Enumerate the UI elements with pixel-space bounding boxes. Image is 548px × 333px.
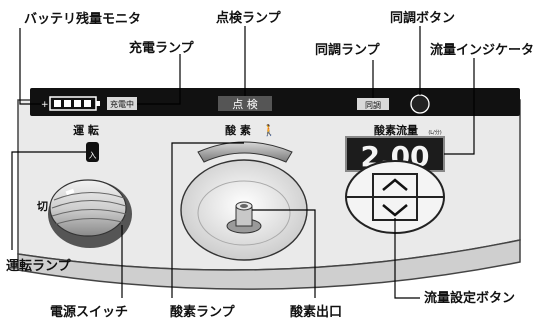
flow-unit: (L/分) <box>428 129 441 136</box>
flow-label: 酸素流量 <box>374 123 418 137</box>
battery-icon: + <box>41 96 100 111</box>
flow-down-icon <box>382 204 408 217</box>
oxygen-outlet-nozzle <box>226 201 262 234</box>
callout-power-switch: 電源スイッチ <box>50 305 129 320</box>
callout-charge-lamp: 充電ランプ <box>129 41 194 56</box>
charge-lamp-label: 充電中 <box>110 99 134 109</box>
power-switch-knob[interactable] <box>48 179 132 248</box>
leader-lines <box>11 26 475 299</box>
oxygen-label: 酸 素 <box>225 123 251 137</box>
charge-lamp <box>107 97 137 110</box>
callout-flow-setting-button: 流量設定ボタン <box>424 291 516 306</box>
callout-sync-lamp: 同調ランプ <box>315 43 380 58</box>
flow-up-icon <box>382 178 408 191</box>
callout-oxygen-outlet: 酸素出口 <box>290 305 343 320</box>
callout-battery-monitor: バッテリ残量モニタ <box>24 12 142 27</box>
panel-top-strip <box>30 88 520 116</box>
callout-run-lamp: 運転ランプ <box>6 259 71 274</box>
run-lamp-label: 入 <box>89 151 97 160</box>
callout-oxygen-lamp: 酸素ランプ <box>170 305 235 320</box>
sync-lamp-label: 同調 <box>365 100 381 110</box>
svg-text:+: + <box>41 100 49 110</box>
sync-lamp <box>357 98 389 110</box>
run-label: 運 転 <box>73 123 99 137</box>
inspection-lamp <box>218 96 272 111</box>
callout-sync-button: 同調ボタン <box>390 11 456 26</box>
run-lamp <box>86 142 99 162</box>
off-label: 切 <box>37 200 48 213</box>
person-icon: 🚶 <box>262 124 276 137</box>
sync-button[interactable] <box>410 94 430 114</box>
callout-inspection-lamp: 点検ランプ <box>216 11 281 26</box>
callout-flow-indicator: 流量インジケータ <box>430 43 535 58</box>
inspection-lamp-label: 点 検 <box>232 97 258 111</box>
